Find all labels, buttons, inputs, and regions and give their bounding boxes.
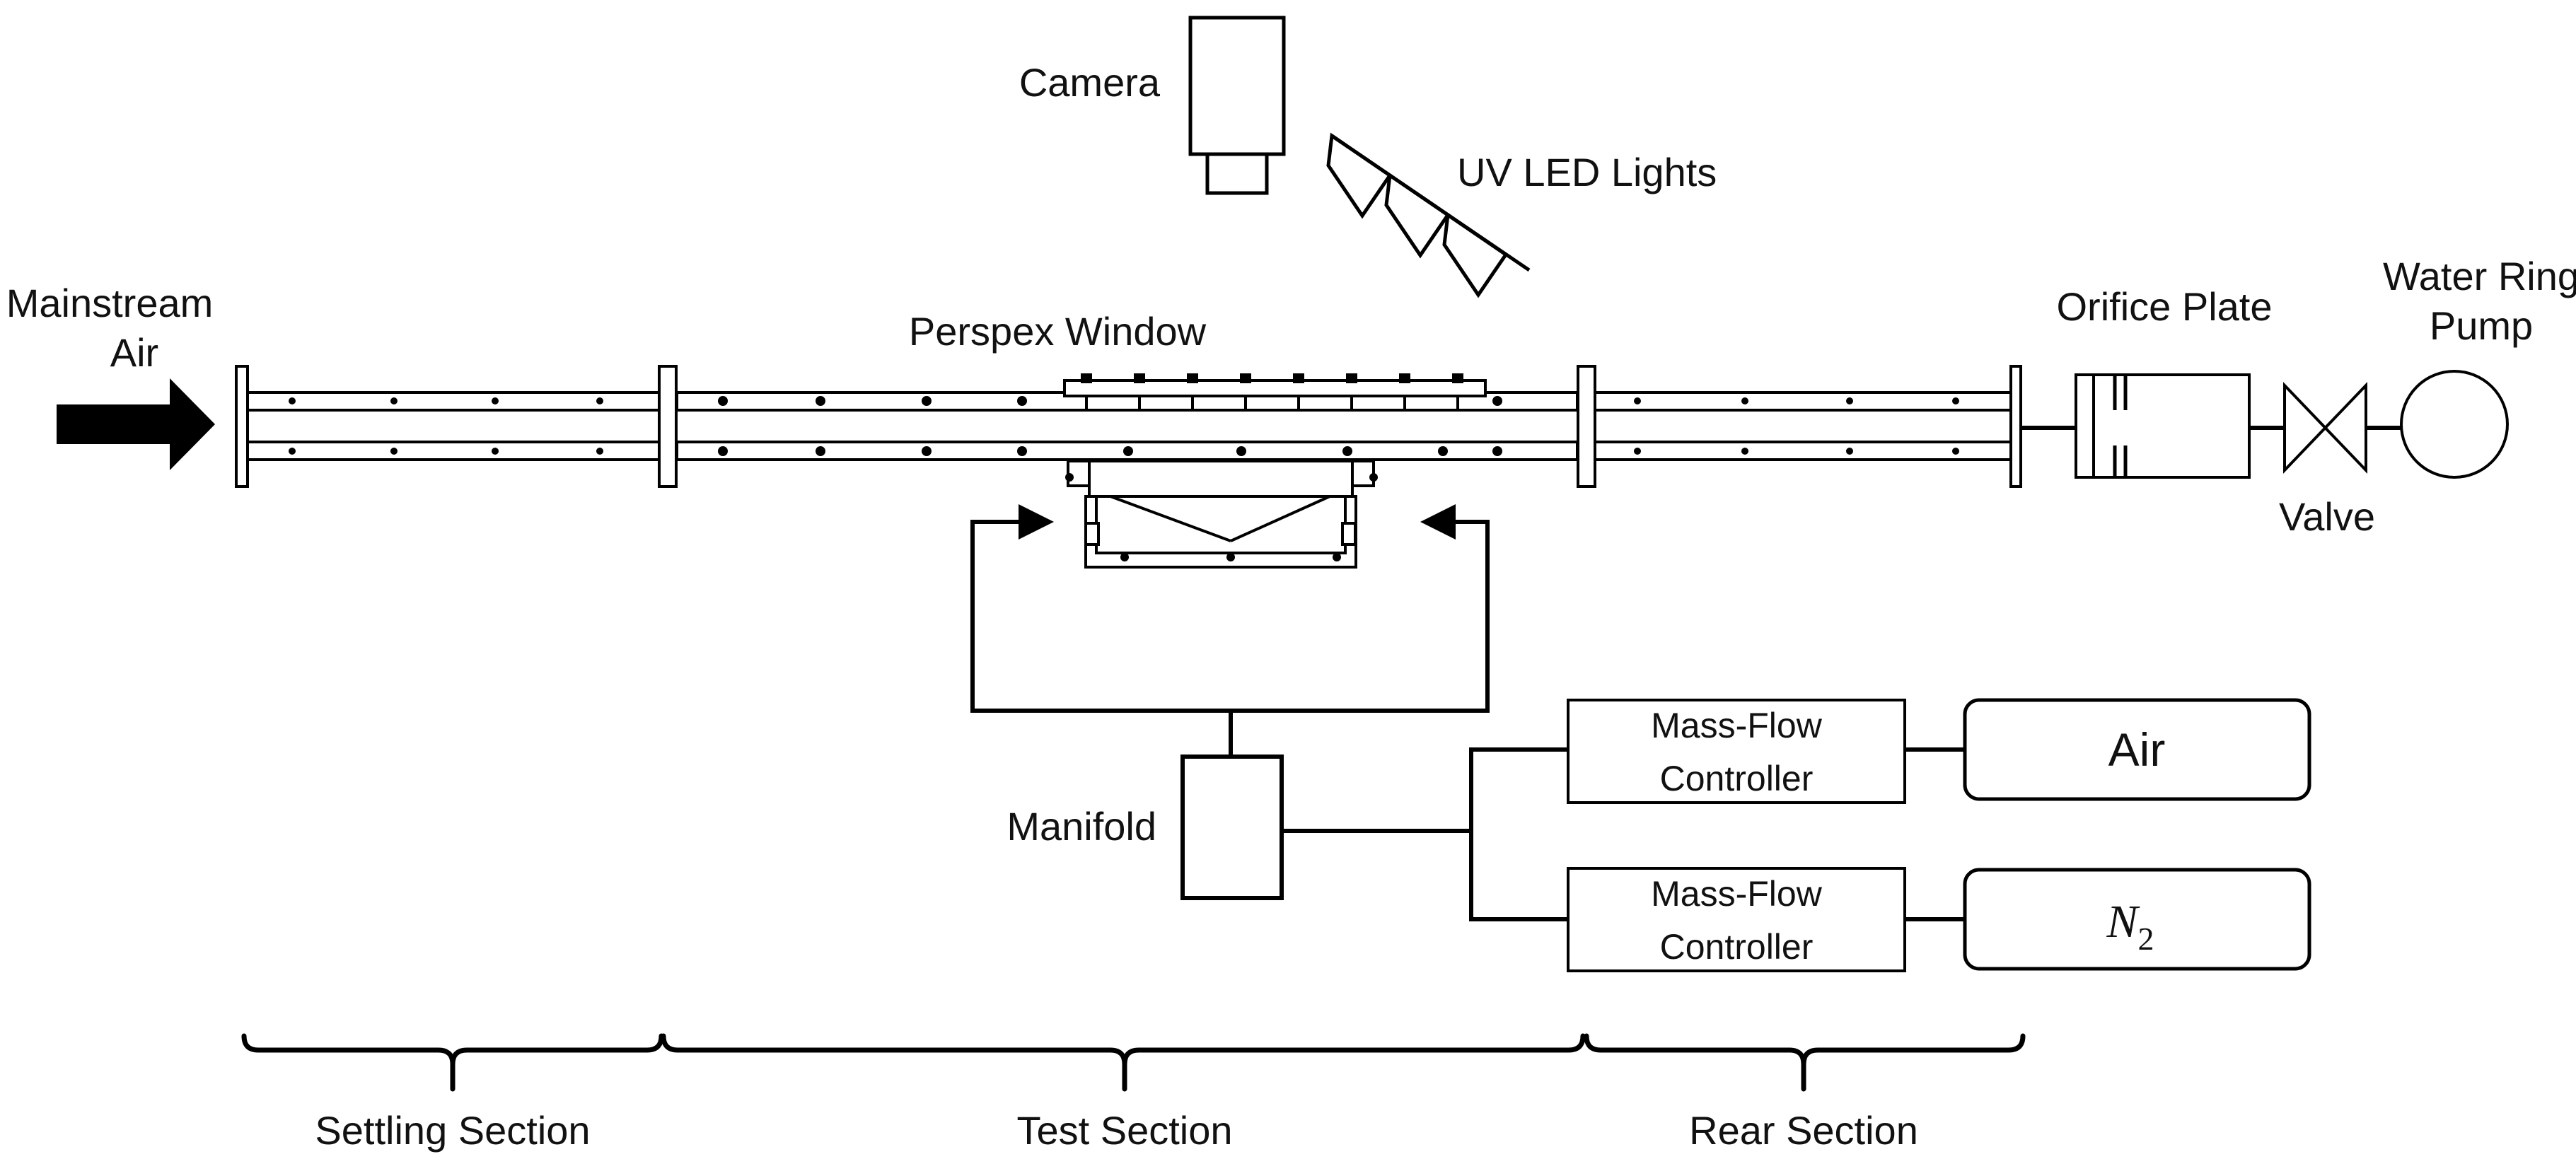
section-braces: [241, 1033, 2026, 1092]
perspex-window-label: Perspex Window: [909, 309, 1207, 354]
n2-subscript: 2: [2138, 921, 2154, 957]
mfc-n2-label-line2: Controller: [1660, 927, 1814, 967]
uv-led-lights-label: UV LED Lights: [1457, 150, 1717, 194]
mfc-n2-label-line1: Mass-Flow: [1651, 874, 1823, 914]
wind-tunnel-duct: [235, 365, 2022, 488]
manifold: [1180, 755, 1284, 900]
perspex-window: [1063, 373, 1487, 410]
plenum-bolts: [1065, 473, 1378, 561]
water-ring-pump-label-line1: Water Ring: [2383, 254, 2576, 298]
mainstream-air-arrow: [57, 378, 215, 470]
supply-lines: [1282, 747, 1965, 921]
mainstream-air-label-line1: Mainstream: [6, 281, 214, 325]
orifice-plate: [2075, 373, 2251, 479]
n2-supply-label: N2: [2106, 896, 2154, 957]
camera: [1188, 16, 1286, 195]
water-ring-pump-label-line2: Pump: [2430, 303, 2533, 348]
test-section-label: Test Section: [1016, 1108, 1232, 1153]
air-supply-label: Air: [2108, 723, 2166, 776]
plenum-module: [1067, 460, 1375, 569]
mass-flow-controller-air: Mass-Flow Controller: [1567, 699, 1906, 804]
n2-base: N: [2106, 896, 2140, 948]
valve: [2283, 382, 2367, 474]
mainstream-air-label-line2: Air: [110, 330, 158, 375]
n2-supply: N2: [1963, 868, 2311, 971]
air-supply: Air: [1963, 698, 2311, 801]
manifold-label: Manifold: [1006, 804, 1156, 849]
coolant-inlet-arrow-left: [1019, 504, 1054, 540]
orifice-plate-label: Orifice Plate: [2057, 284, 2273, 329]
settling-section-label: Settling Section: [315, 1108, 590, 1153]
mass-flow-controller-n2: Mass-Flow Controller: [1567, 867, 1906, 972]
coolant-loop: [970, 520, 1490, 757]
coolant-inlet-arrow-right: [1420, 504, 1456, 540]
duct-bolts: [289, 396, 1959, 456]
mfc-air-label-line1: Mass-Flow: [1651, 706, 1823, 745]
valve-label: Valve: [2279, 494, 2375, 539]
mfc-air-label-line2: Controller: [1660, 759, 1814, 798]
rear-section-label: Rear Section: [1689, 1108, 1918, 1153]
water-ring-pump: [2400, 370, 2509, 479]
uv-led-lights: [1326, 132, 1531, 298]
camera-label: Camera: [1019, 60, 1161, 105]
